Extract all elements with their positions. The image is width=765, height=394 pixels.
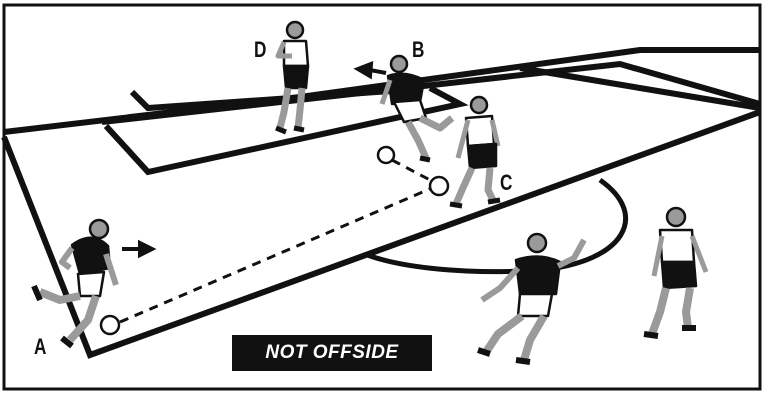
ball-a xyxy=(101,316,119,334)
player-label-a: A xyxy=(34,336,46,358)
arrow-player-a xyxy=(122,243,152,255)
pass-line-b-to-c xyxy=(392,160,430,180)
player-label-c: C xyxy=(500,172,512,194)
arrow-player-b xyxy=(358,64,386,76)
player-c xyxy=(450,97,500,206)
penalty-edge-right xyxy=(520,68,760,108)
player-label-d: D xyxy=(254,39,266,61)
player-defender-light xyxy=(644,208,706,336)
ball-b xyxy=(378,147,394,163)
player-defender-dark xyxy=(478,234,584,362)
penalty-arc xyxy=(365,180,626,272)
pass-line-a-to-c xyxy=(120,188,432,322)
balls xyxy=(101,147,448,334)
pitch-lines xyxy=(4,50,760,355)
ball-c xyxy=(430,177,448,195)
player-d xyxy=(276,22,308,132)
verdict-text: NOT OFFSIDE xyxy=(265,342,398,364)
verdict-badge: NOT OFFSIDE xyxy=(232,335,432,371)
pass-paths xyxy=(120,160,432,322)
player-label-b: B xyxy=(412,39,424,61)
